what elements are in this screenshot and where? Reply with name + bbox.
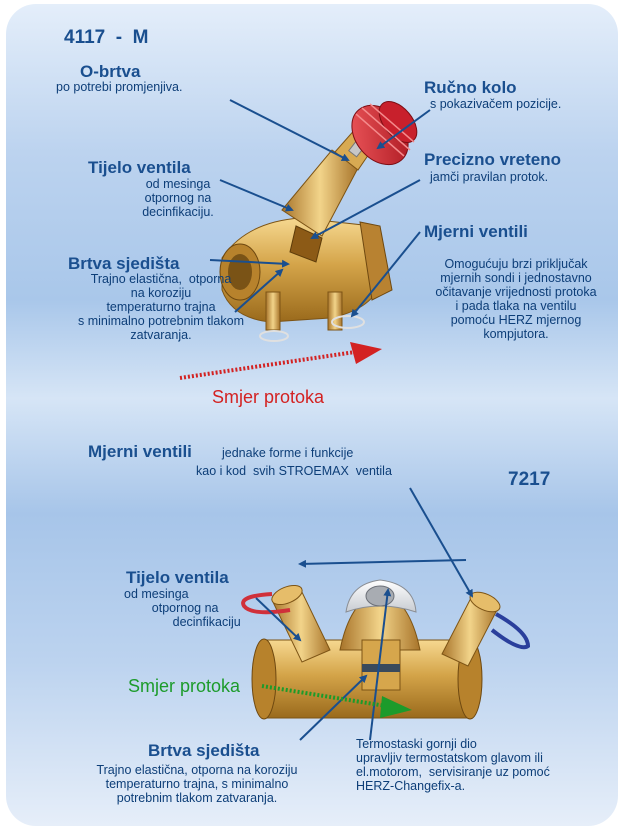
mjerni-ventili-bottom-desc1: jednake forme i funkcije: [222, 446, 354, 460]
tijelo-ventila-top-title: Tijelo ventila: [88, 158, 191, 177]
flow-label-top: Smjer protoka: [212, 387, 325, 407]
bottom-pointer-arrows: [255, 487, 473, 741]
handwheel: [351, 101, 418, 166]
o-brtva-desc: po potrebi promjenjiva.: [56, 80, 183, 94]
brtva-sjedista-top-title: Brtva sjedišta: [68, 254, 180, 273]
rucno-kolo-title: Ručno kolo: [424, 78, 517, 97]
precizno-vreteno-title: Precizno vreteno: [424, 150, 561, 169]
model-4117m: 4117 - M: [64, 27, 149, 48]
tijelo-ventila-top-desc: od mesinga otpornog na decinfikaciju.: [142, 177, 214, 219]
flow-label-bottom: Smjer protoka: [128, 676, 241, 696]
measuring-loop-right: [490, 612, 531, 650]
model-7217: 7217: [508, 469, 551, 490]
mjerni-ventili-top-desc: Omogućuju brzi priključak mjernih sondi …: [435, 257, 597, 341]
precizno-vreteno-desc: jamči pravilan protok.: [430, 170, 549, 184]
mjerni-ventili-bottom-title: Mjerni ventili: [88, 442, 192, 461]
mjerni-ventili-bottom-desc2: kao i kod svih STROEMAX ventila: [196, 464, 392, 478]
tijelo-ventila-bottom-desc: od mesinga otpornog na decinfikaciju: [124, 587, 241, 629]
mjerni-ventili-top-title: Mjerni ventili: [424, 222, 528, 241]
brtva-sjedista-top-desc: Trajno elastična, otporna na koroziju te…: [77, 272, 245, 342]
flow-arrow-red: [179, 342, 382, 380]
flow-arrow-green: [261, 684, 412, 718]
brtva-sjedista-bottom-title: Brtva sjedišta: [148, 741, 260, 760]
rucno-kolo-desc: s pokazivačem pozicije.: [430, 97, 562, 111]
brtva-sjedista-bottom-desc: Trajno elastična, otporna na koroziju te…: [96, 763, 298, 805]
o-brtva-title: O-brtva: [80, 62, 141, 81]
valve-4117m-body: [219, 117, 393, 342]
valve-7217-body: [251, 579, 501, 720]
termostaski-desc: Termostaski gornji dio upravljiv termost…: [356, 737, 550, 793]
tijelo-ventila-bottom-title: Tijelo ventila: [126, 568, 229, 587]
top-pointer-arrows: [209, 99, 431, 318]
